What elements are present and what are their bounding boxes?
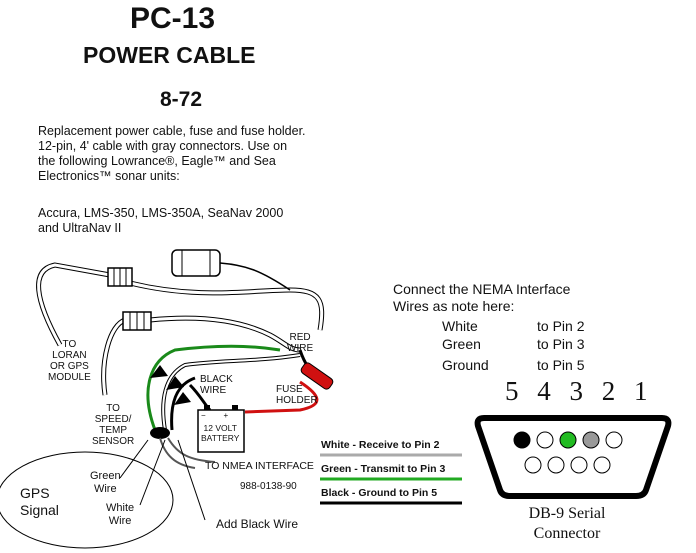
wire-clamp [150,427,170,439]
pin-numbers: 5 4 3 2 1 [505,376,654,406]
upper-cable [36,262,325,347]
pin-4 [536,431,554,449]
lower-cable [101,315,301,396]
nema-row-wire: Green [442,336,481,352]
label-green-wire: Green Wire [90,470,121,495]
nema-heading-2: Wires as note here: [393,298,515,314]
label-to-loran: TO LORAN OR GPS MODULE [48,339,91,383]
nema-row-wire: Ground [442,357,489,373]
arrow-white [166,376,184,390]
nema-heading-1: Connect the NEMA Interface [393,281,571,297]
description-line-3: the following Lowrance®, Eagle™ and Sea [38,154,276,168]
gps-signal-ellipse [0,451,174,549]
db9-connector [474,415,672,499]
nema-row-pin: to Pin 5 [537,357,585,373]
page-title: PC-13 [130,2,216,35]
fuse-holder [300,362,334,390]
nema-row-wire: White [442,318,478,334]
description-line-1: Replacement power cable, fuse and fuse h… [38,124,306,138]
pin-7 [570,456,588,474]
label-to-nmea: TO NMEA INTERFACE [205,460,314,472]
black-wire-added [170,376,196,431]
legend-green: Green - Transmit to Pin 3 [321,463,446,475]
arrow-black [174,392,191,405]
description-line-2: 12-pin, 4' cable with gray connectors. U… [38,139,288,153]
page-subtitle: POWER CABLE [83,42,256,68]
description-line-6: and UltraNav II [38,221,122,235]
legend-black: Black - Ground to Pin 5 [321,487,438,499]
label-battery: 12 VOLT BATTERY [201,423,240,443]
pin-3 [559,431,577,449]
pin-6 [593,456,611,474]
label-to-speed-sensor: TO SPEED/ TEMP SENSOR [92,403,135,447]
label-fuse-holder: FUSE HOLDER [276,384,318,406]
label-white-wire: White Wire [106,502,135,527]
nema-row-pin: to Pin 3 [537,336,585,352]
label-black-wire: BLACK WIRE [200,374,233,396]
label-cable-part: 988-0138-90 [240,481,297,492]
pin-8 [547,456,565,474]
arrow-green [150,365,168,378]
pointer-black [177,439,206,521]
description-line-4: Electronics™ sonar units: [38,169,180,183]
description-line-5: Accura, LMS-350, LMS-350A, SeaNav 2000 [38,206,284,220]
part-number: 8-72 [160,88,203,111]
pin-9 [524,456,542,474]
connector-label: DB-9 Serial Connector [528,505,606,542]
legend-white: White - Receive to Pin 2 [321,439,440,451]
pointer-white [139,439,166,506]
pin-2 [582,431,600,449]
label-gps-signal: GPS Signal [20,485,59,518]
battery [197,409,245,453]
gray-plug [171,249,221,277]
nema-row-pin: to Pin 2 [537,318,585,334]
pin-1 [605,431,623,449]
pin-5 [513,431,531,449]
label-add-black-wire: Add Black Wire [216,517,299,531]
battery-terminals: − + [201,411,229,420]
label-red-wire: RED WIRE [287,332,314,354]
green-wire [146,344,281,431]
pointer-green [119,439,149,479]
red-wire [244,380,319,414]
